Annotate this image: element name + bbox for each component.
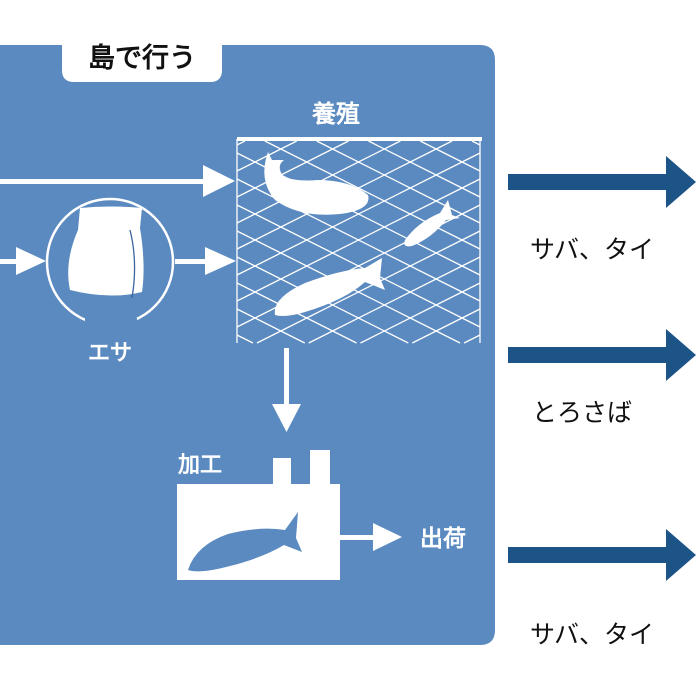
net-line — [236, 334, 254, 344]
fish-icon — [264, 152, 460, 316]
arrow-to-feed — [0, 247, 46, 275]
arrow-to-shipping — [340, 523, 402, 551]
net-line — [236, 152, 481, 276]
arrow-feed-to-farming — [175, 247, 236, 275]
net-line — [419, 140, 481, 172]
net-line — [236, 178, 481, 302]
output-arrow-1 — [508, 156, 696, 208]
net-line — [360, 282, 481, 344]
net-line — [471, 140, 481, 146]
farming-label: 養殖 — [312, 100, 360, 128]
output-arrow-3 — [508, 529, 696, 581]
net-line — [236, 140, 246, 146]
processing-label: 加工 — [177, 453, 222, 478]
shipping-label: 出荷 — [420, 526, 466, 552]
net-line — [236, 308, 306, 344]
panel-title-tab — [62, 30, 222, 82]
panel-title: 島で行う — [88, 42, 196, 74]
processed-fish-icon — [188, 512, 302, 572]
net-line — [316, 140, 481, 224]
output-label-2: とろさば — [532, 398, 632, 427]
output-label-3: サバ、タイ — [530, 620, 654, 649]
arrow-to-farming-top — [0, 165, 235, 197]
net-line — [264, 140, 481, 250]
feed-label: エサ — [88, 341, 132, 366]
feed-bag-icon — [45, 197, 175, 348]
output-arrow-2 — [508, 329, 696, 381]
net-line — [308, 256, 481, 344]
net-line — [256, 230, 481, 344]
output-label-1: サバ、タイ — [530, 235, 654, 264]
arrow-farming-to-processing — [272, 348, 301, 432]
net-line — [463, 334, 481, 344]
net-line — [411, 308, 481, 344]
